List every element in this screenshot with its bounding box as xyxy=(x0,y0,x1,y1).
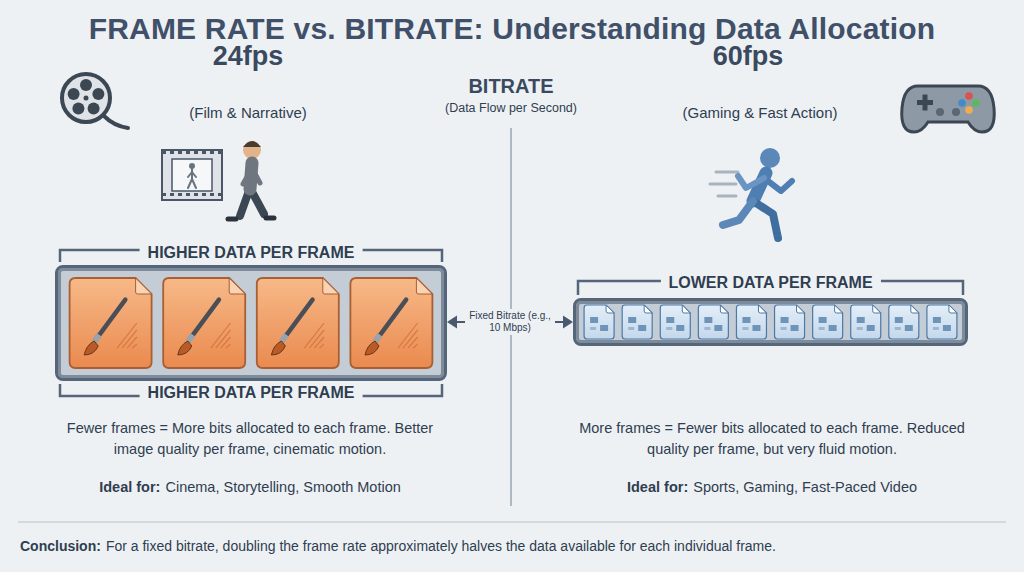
label-text: 60fps xyxy=(713,41,784,71)
label-text: Cinema, Storytelling, Smooth Motion xyxy=(165,479,400,495)
label-text: Ideal for: xyxy=(99,479,160,495)
small-frame xyxy=(660,305,690,339)
divider-lines xyxy=(18,128,1006,522)
label-text: (Gaming & Fast Action) xyxy=(682,104,837,121)
panel-heading: HIGHER DATA PER FRAME xyxy=(140,243,363,263)
large-frame xyxy=(163,278,245,368)
text-group: Ideal for: Cinema, Storytelling, Smooth M… xyxy=(20,478,480,496)
text-group: Fewer frames = More bits allocated to ea… xyxy=(54,418,446,460)
panel-heading: LOWER DATA PER FRAME xyxy=(660,273,880,293)
text-group: (Film & Narrative) xyxy=(98,104,398,123)
running-person xyxy=(710,148,792,238)
connector-label: Fixed Bitrate (e.g., 10 Mbps) xyxy=(465,309,555,335)
small-frame xyxy=(622,305,652,339)
walking-person xyxy=(228,141,274,219)
label-text: 24fps xyxy=(213,41,284,71)
text-group: 60fps xyxy=(598,40,898,74)
label-text: BITRATE xyxy=(468,75,553,97)
gamepad-icon xyxy=(902,86,995,132)
small-frame xyxy=(584,305,614,339)
small-frame xyxy=(851,305,881,339)
label-text: (Data Flow per Second) xyxy=(445,101,577,115)
text-group: Ideal for: Sports, Gaming, Fast-Paced Vid… xyxy=(542,478,1002,496)
small-frame xyxy=(889,305,919,339)
small-frame xyxy=(698,305,728,339)
small-frame xyxy=(775,305,805,339)
small-frame xyxy=(927,305,957,339)
small-frame xyxy=(813,305,843,339)
frame-illustration xyxy=(576,301,965,343)
text-group: (Data Flow per Second) xyxy=(411,101,611,117)
label-text: Sports, Gaming, Fast-Paced Video xyxy=(693,479,917,495)
film-reel-icon xyxy=(62,74,128,128)
text-group: More frames = Fewer bits allocated to ea… xyxy=(576,418,968,460)
small-frame xyxy=(736,305,766,339)
large-frame xyxy=(70,278,152,368)
panel-heading: HIGHER DATA PER FRAME xyxy=(140,383,363,403)
label-text: (Film & Narrative) xyxy=(189,104,307,121)
text-group: 24fps xyxy=(98,40,398,74)
frame-panel: LOWER DATA PER FRAME xyxy=(573,298,968,346)
frame-panel: HIGHER DATA PER FRAMEHIGHER DATA PER FRA… xyxy=(55,265,447,381)
text-group: Conclusion: For a fixed bitrate, doubling… xyxy=(20,538,1010,556)
diagram-title: FRAME RATE vs. BITRATE: Understanding Da… xyxy=(0,12,1024,46)
label-text: Fewer frames = More bits allocated to ea… xyxy=(67,420,433,457)
frame-illustration xyxy=(58,268,444,378)
filmstrip-icon xyxy=(162,150,222,200)
label-text: More frames = Fewer bits allocated to ea… xyxy=(579,420,965,457)
large-frame xyxy=(257,278,339,368)
text-group: (Gaming & Fast Action) xyxy=(610,104,910,123)
label-text: For a fixed bitrate, doubling the frame … xyxy=(106,538,776,554)
text-group: BITRATE xyxy=(411,74,611,99)
label-text: Conclusion: xyxy=(20,538,101,554)
label-text: Ideal for: xyxy=(627,479,688,495)
large-frame xyxy=(350,278,432,368)
